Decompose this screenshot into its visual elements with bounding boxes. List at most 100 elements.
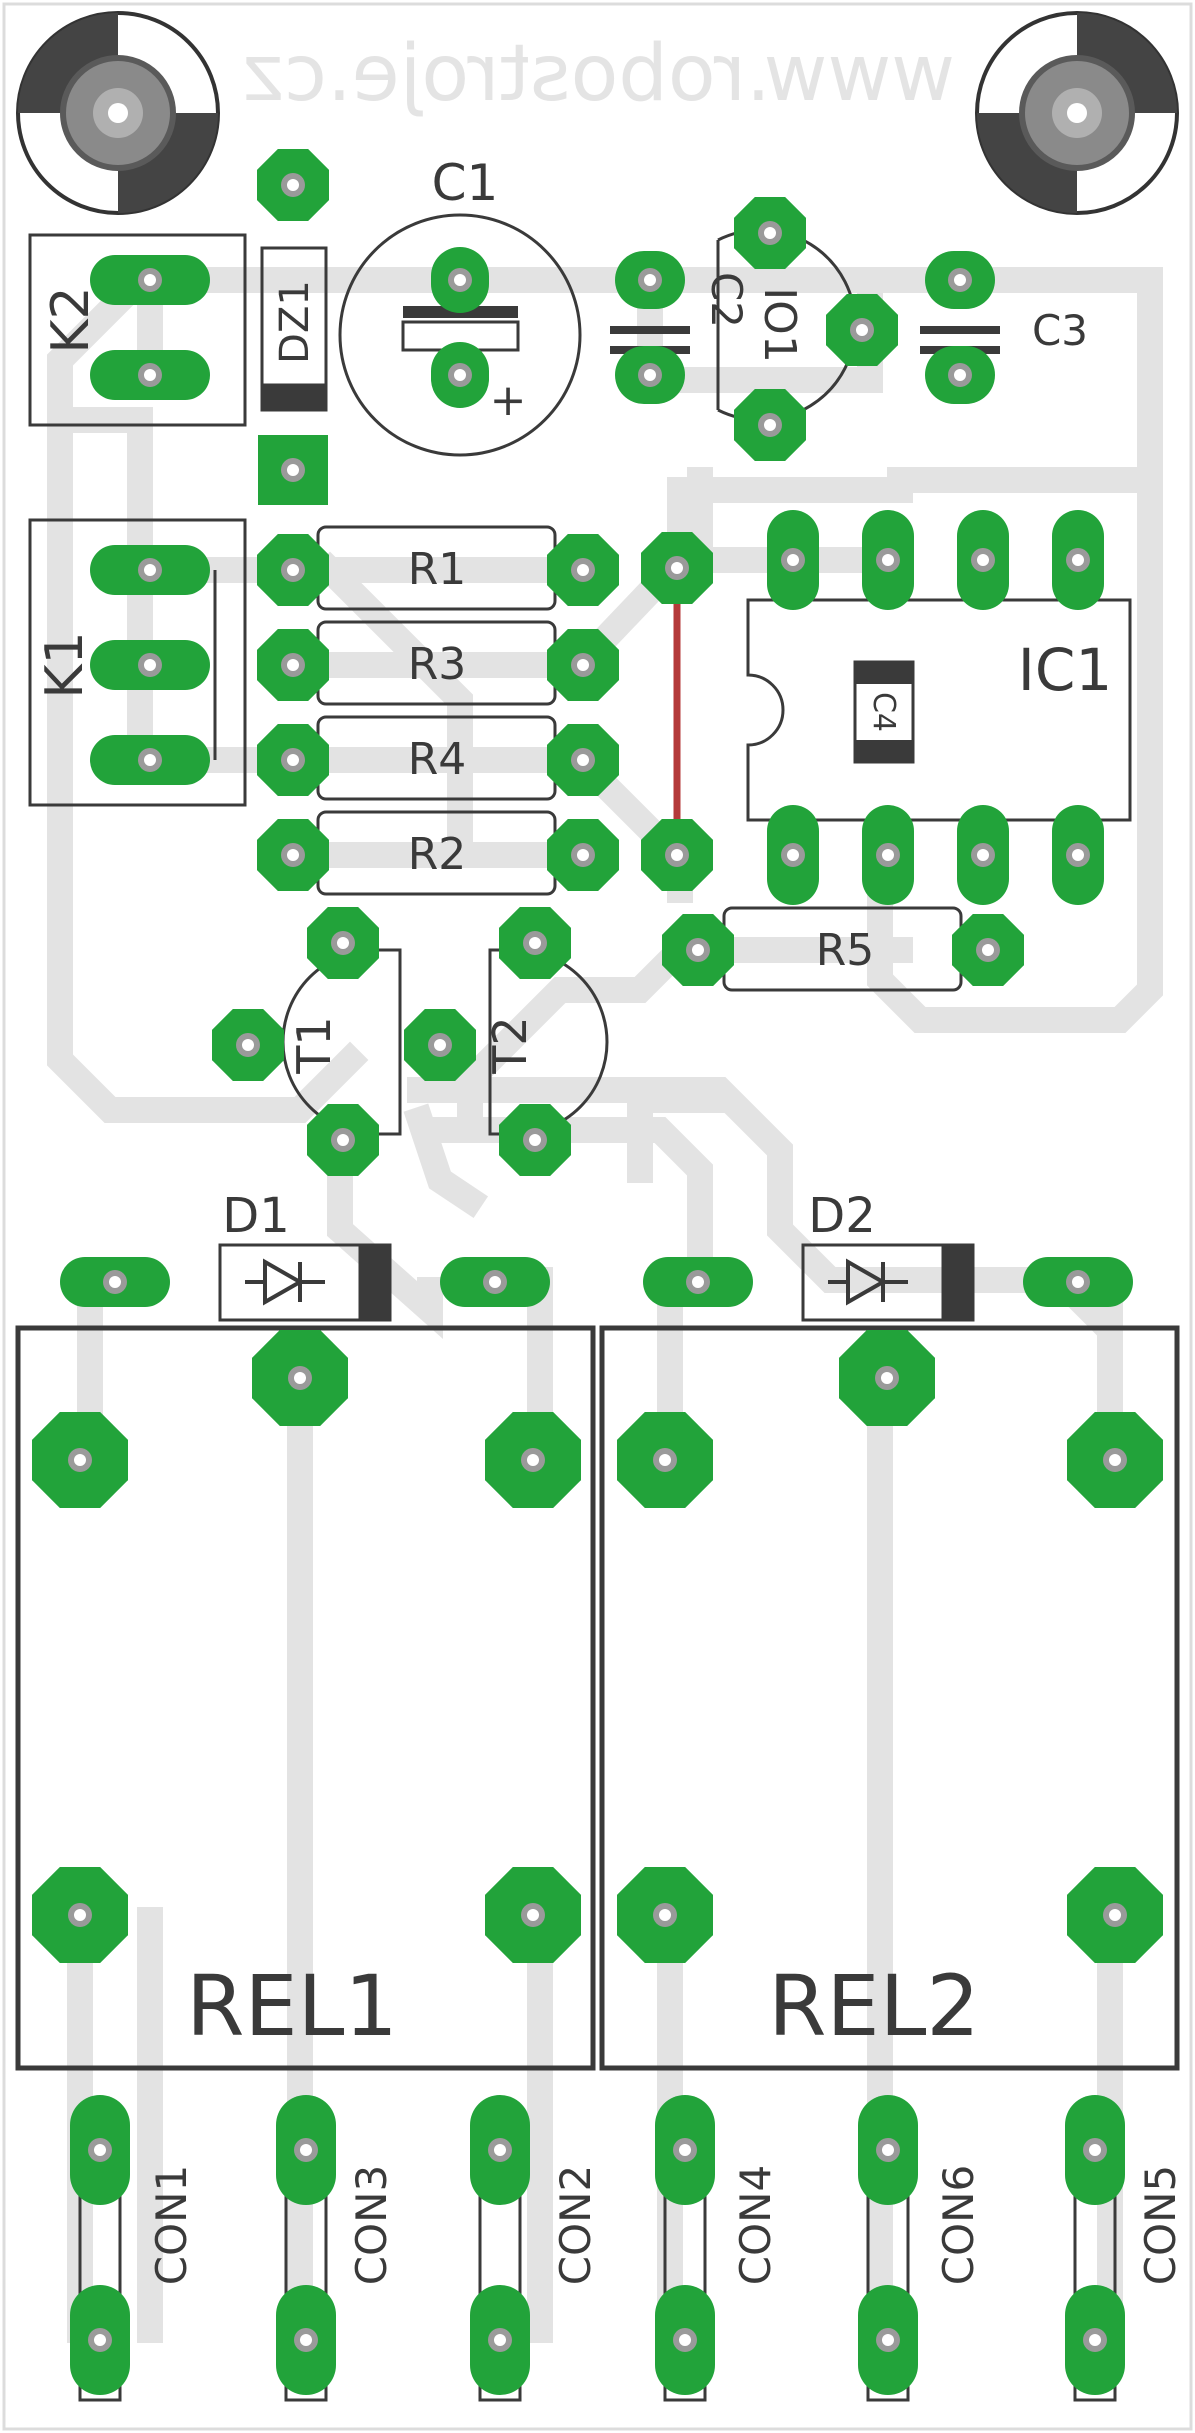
pad-ic1-top-2: [957, 510, 1009, 610]
pad-d1-1: [60, 1257, 170, 1307]
pad-con-3-2: [655, 2285, 715, 2395]
pad-k1-2: [90, 640, 210, 690]
pad-k2-1: [90, 255, 210, 305]
mounting-hole-right: [975, 11, 1179, 215]
label-rel1: REL1: [186, 1957, 398, 2055]
label-t1: T1: [287, 1016, 341, 1074]
pad-ic1-bottom-1: [862, 805, 914, 905]
label-ic1: IC1: [1018, 636, 1113, 704]
pad-r-left-0: [257, 534, 329, 606]
pad-rel1-4: [32, 1867, 128, 1963]
pad-con-2-2: [470, 2285, 530, 2395]
pad-jumper-2: [641, 819, 713, 891]
pad-con-0-2: [70, 2285, 130, 2395]
pad-con-4-1: [858, 2095, 918, 2205]
label-r2: R2: [408, 829, 467, 880]
label-c4: C4: [866, 692, 901, 732]
pad-r-right-2: [547, 724, 619, 796]
pad-t1-2: [212, 1009, 284, 1081]
pad-t1-1: [307, 907, 379, 979]
pad-ic1-bottom-0: [767, 805, 819, 905]
pad-r-left-3: [257, 819, 329, 891]
pad-r-right-1: [547, 629, 619, 701]
label-rel2: REL2: [768, 1957, 980, 2055]
label-r4: R4: [408, 734, 467, 785]
pad-k1-3: [90, 735, 210, 785]
label-r5: R5: [816, 925, 875, 976]
pad-rel1-1: [252, 1330, 348, 1426]
pads-layer: [32, 149, 1163, 2395]
pad-k2-2: [90, 350, 210, 400]
label-r1: R1: [408, 544, 467, 595]
label-con2: CON2: [551, 2165, 600, 2286]
pad-r-right-3: [547, 819, 619, 891]
label-k2: K2: [41, 286, 101, 353]
pad-ic1-bottom-2: [957, 805, 1009, 905]
label-con5: CON5: [1136, 2165, 1185, 2286]
label-c1-plus: +: [490, 375, 527, 426]
pad-ic1-top-3: [1052, 510, 1104, 610]
pad-c1-2: [431, 342, 489, 408]
pad-con-5-2: [1065, 2285, 1125, 2395]
label-d2: D2: [808, 1188, 876, 1244]
pad-io1-1: [734, 197, 806, 269]
pad-dz1-1: [257, 149, 329, 221]
pad-rel1-3: [485, 1412, 581, 1508]
pad-rel2-3: [1067, 1412, 1163, 1508]
label-r3: R3: [408, 639, 467, 690]
pad-d2-2: [1023, 1257, 1133, 1307]
pad-ic1-top-1: [862, 510, 914, 610]
pad-r5-2: [952, 914, 1024, 986]
watermark-text: www.robostroje.cz: [243, 29, 955, 119]
pad-c2-1: [615, 251, 685, 309]
pad-con-1-1: [276, 2095, 336, 2205]
pad-d1-2: [440, 1257, 550, 1307]
pad-r-left-1: [257, 629, 329, 701]
label-d1: D1: [222, 1188, 290, 1244]
c4-smd-capacitor: [853, 660, 915, 764]
pad-c1-1: [431, 247, 489, 313]
label-io1: IO1: [754, 287, 805, 363]
pad-jumper-1: [641, 532, 713, 604]
label-con3: CON3: [347, 2165, 396, 2286]
label-k1: K1: [35, 631, 95, 698]
pad-con-2-1: [470, 2095, 530, 2205]
label-c2: C2: [702, 272, 751, 328]
mounting-hole-left: [16, 11, 220, 215]
label-c1: C1: [432, 154, 499, 212]
component-labels: C1 + IC1 R1 R3 R4 R2 R5 D1 D2 REL1 REL2 …: [35, 154, 1185, 2285]
pad-dz1-2: [258, 435, 328, 505]
pad-t2-3: [499, 1104, 571, 1176]
pad-rel2-4: [617, 1867, 713, 1963]
pad-con-4-2: [858, 2285, 918, 2395]
pad-d2-1: [643, 1257, 753, 1307]
pad-io1-3: [734, 389, 806, 461]
pad-con-3-1: [655, 2095, 715, 2205]
label-con4: CON4: [731, 2165, 780, 2286]
label-con1: CON1: [147, 2165, 196, 2286]
label-t2: T2: [483, 1016, 537, 1074]
pad-c3-1: [925, 251, 995, 309]
pad-con-1-2: [276, 2285, 336, 2395]
pad-rel1-2: [32, 1412, 128, 1508]
pad-ic1-top-0: [767, 510, 819, 610]
pad-con-5-1: [1065, 2095, 1125, 2205]
pad-r-left-2: [257, 724, 329, 796]
pad-ic1-bottom-3: [1052, 805, 1104, 905]
pad-c2-2: [615, 346, 685, 404]
pad-con-0-1: [70, 2095, 130, 2205]
pad-k1-1: [90, 545, 210, 595]
pad-rel2-2: [617, 1412, 713, 1508]
pad-rel2-5: [1067, 1867, 1163, 1963]
label-dz1: DZ1: [272, 280, 318, 364]
label-con6: CON6: [934, 2165, 983, 2286]
diode-symbols: [245, 1258, 908, 1306]
pad-io1-2: [826, 294, 898, 366]
pad-r5-1: [662, 914, 734, 986]
pad-r-right-0: [547, 534, 619, 606]
pad-t2-1: [499, 907, 571, 979]
pad-t1-3: [307, 1104, 379, 1176]
pad-c3-2: [925, 346, 995, 404]
